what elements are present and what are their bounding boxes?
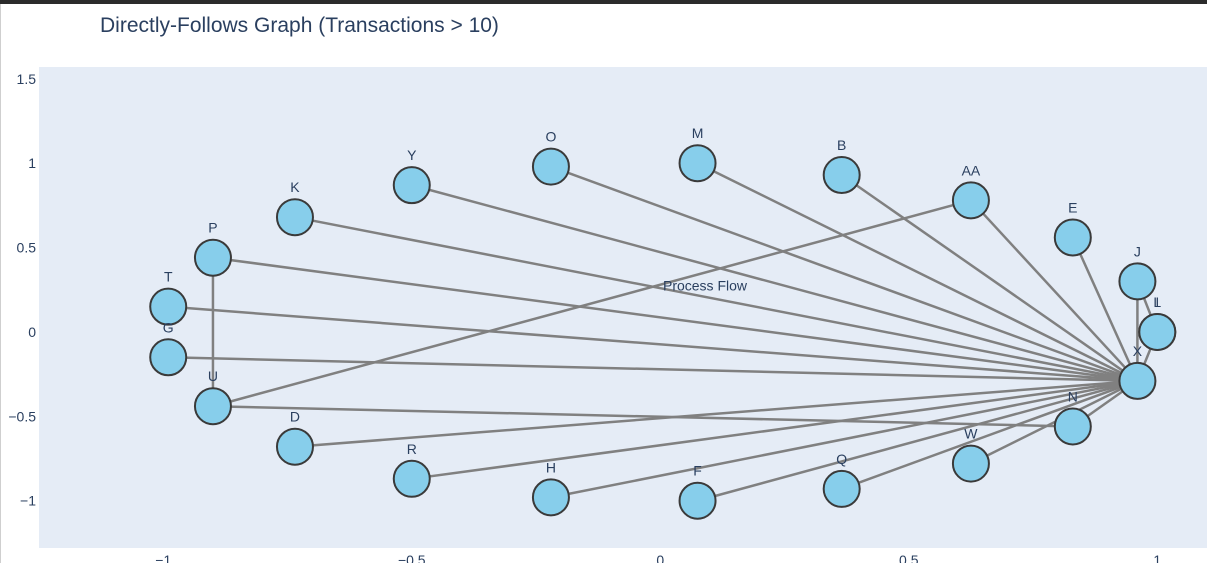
edge-y-x [411, 183, 1138, 383]
node-label-l: L [1153, 294, 1161, 310]
node-h [531, 478, 570, 517]
edge-o-x [550, 165, 1138, 383]
node-e [1053, 218, 1092, 257]
y-tick-label: −0.5 [8, 408, 36, 424]
edge-k-x [294, 215, 1138, 383]
window-left-border [0, 4, 1, 563]
edge-r-x [411, 379, 1138, 481]
node-k [275, 198, 314, 237]
y-tick-label: 0.5 [17, 240, 37, 256]
node-labels-layer: O M B AA E J LI X N W Q F H R D U G T P K Y [163, 125, 1162, 479]
edges-layer [168, 162, 1159, 502]
edge-aa-x [969, 199, 1139, 382]
node-w [951, 444, 990, 483]
y-tick-label: 0 [28, 324, 36, 340]
node-g [149, 338, 188, 377]
node-label-m: M [692, 125, 704, 141]
y-tick-label: −1 [20, 493, 36, 509]
edge-h-x [550, 379, 1138, 499]
node-u [193, 387, 232, 426]
node-label-u: U [208, 368, 218, 384]
x-tick-label: 1 [1153, 552, 1161, 563]
y-tick-label: 1 [28, 155, 36, 171]
edge-f-x [697, 379, 1138, 502]
edge-p-x [212, 256, 1138, 383]
node-o [531, 147, 570, 186]
window-top-bar [0, 0, 1207, 4]
node-label-r: R [407, 441, 417, 457]
node-d [275, 427, 314, 466]
node-t [149, 287, 188, 326]
x-tick-label: −0.5 [398, 552, 426, 563]
y-axis-ticks: −1 −0.5 0 0.5 1 1.5 [8, 71, 36, 509]
node-label-x: X [1133, 343, 1143, 359]
node-label-i: I [1155, 294, 1159, 310]
node-r [392, 459, 431, 498]
node-label-f: F [693, 463, 702, 479]
x-tick-label: 0.5 [899, 552, 919, 563]
edge-m-x [696, 162, 1138, 383]
node-label-d: D [290, 409, 300, 425]
node-label-y: Y [407, 147, 417, 163]
node-q [822, 469, 861, 508]
node-label-p: P [208, 220, 217, 236]
node-label-o: O [545, 129, 556, 145]
node-label-e: E [1068, 199, 1077, 215]
node-b [822, 156, 861, 195]
x-axis-ticks: −1 −0.5 0 0.5 1 [155, 552, 1161, 563]
node-label-q: Q [836, 451, 847, 467]
node-p [193, 238, 232, 277]
chart-title: Directly-Follows Graph (Transactions > 1… [100, 14, 499, 37]
node-label-j: J [1134, 243, 1141, 259]
edge-u-n [212, 404, 1073, 428]
edge-b-x [840, 173, 1139, 382]
process-flow-annotation: Process Flow [663, 278, 748, 294]
node-label-b: B [837, 137, 846, 153]
edge-u-aa [212, 199, 972, 408]
node-aa [951, 181, 990, 220]
plot-background [39, 67, 1207, 548]
nodes-layer [149, 144, 1177, 520]
node-i [1138, 312, 1177, 351]
node-label-t: T [164, 269, 173, 285]
node-label-w: W [964, 426, 978, 442]
edge-g-x [168, 356, 1138, 383]
node-f [678, 481, 717, 520]
edge-t-x [168, 305, 1138, 383]
node-label-aa: AA [962, 162, 981, 178]
node-label-n: N [1068, 388, 1078, 404]
edge-q-x [841, 379, 1138, 491]
node-j [1118, 262, 1157, 301]
node-label-h: H [546, 459, 556, 475]
edge-w-x [970, 379, 1138, 465]
node-label-g: G [163, 319, 174, 335]
node-y [392, 166, 431, 205]
x-tick-label: 0 [656, 552, 664, 563]
node-x [1118, 361, 1157, 400]
y-tick-label: 1.5 [17, 71, 37, 87]
edge-e-x [1071, 236, 1139, 382]
node-label-k: K [290, 179, 300, 195]
edge-d-x [294, 379, 1138, 448]
x-tick-label: −1 [155, 552, 171, 563]
node-n [1053, 407, 1092, 446]
node-m [678, 144, 717, 183]
